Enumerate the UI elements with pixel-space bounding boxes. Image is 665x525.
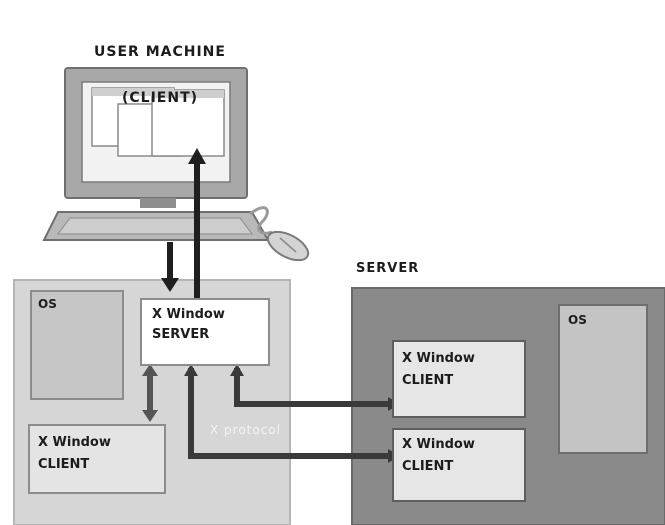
- right-os-box: OS: [558, 304, 648, 454]
- x-window-server-box: X Window SERVER: [140, 298, 270, 366]
- local-x-window-client-line1: X Window: [38, 436, 111, 450]
- remote-x-window-client-a-box: X Window CLIENT: [392, 340, 526, 418]
- x-window-server-line1: X Window: [152, 308, 225, 322]
- user-machine-title-line2: (CLIENT): [70, 91, 250, 106]
- remote-x-window-client-b-line1: X Window: [402, 438, 475, 452]
- remote-x-window-client-b-box: X Window CLIENT: [392, 428, 526, 502]
- user-machine-title: USER MACHINE (CLIENT): [70, 14, 250, 137]
- local-x-window-client-box: X Window CLIENT: [28, 424, 166, 494]
- left-os-box: OS: [30, 290, 124, 400]
- server-title: SERVER: [356, 262, 419, 276]
- x-protocol-label: X protocol: [210, 424, 281, 437]
- local-x-window-client-line2: CLIENT: [38, 458, 89, 472]
- remote-x-window-client-a-line1: X Window: [402, 352, 475, 366]
- remote-x-window-client-b-line2: CLIENT: [402, 460, 453, 474]
- right-os-label: OS: [568, 314, 587, 327]
- user-machine-title-line1: USER MACHINE: [70, 45, 250, 60]
- left-os-label: OS: [38, 298, 57, 311]
- x-window-server-line2: SERVER: [152, 328, 209, 342]
- monitor-stand: [140, 198, 176, 208]
- remote-x-window-client-a-line2: CLIENT: [402, 374, 453, 388]
